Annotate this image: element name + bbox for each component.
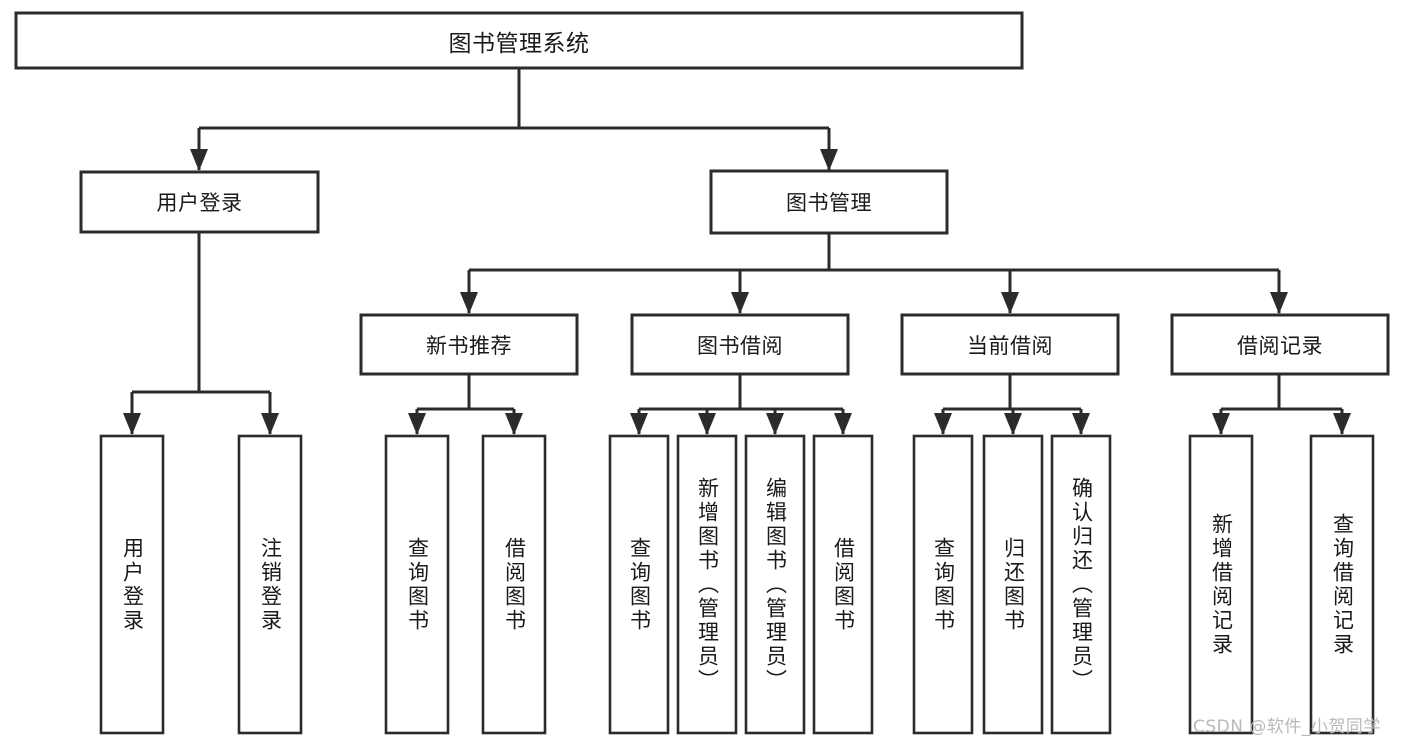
arrowhead-icon-group_borrow-0: [630, 413, 648, 435]
arrowhead-icon-group_borrow-2: [766, 413, 784, 435]
leaf-node-确认归还管理员[interactable]: [1050, 434, 1112, 735]
arrowhead-icon-group_current-1: [1004, 413, 1022, 435]
connector-edges: [123, 68, 1351, 435]
arrowhead-icon-group_current-0: [934, 413, 952, 435]
leaf-node-新增图书管理员[interactable]: [676, 434, 738, 735]
arrowhead-icon-manage_to_level3-0: [460, 292, 478, 314]
arrowhead-icon-group_borrow-1: [698, 413, 716, 435]
arrowhead-icon-group_record-0: [1212, 413, 1230, 435]
arrowhead-icon-group_record-1: [1333, 413, 1351, 435]
leaf-node-新增借阅记录[interactable]: [1188, 434, 1254, 735]
leaf-node-借阅图书[interactable]: [481, 434, 547, 735]
arrowhead-icon-manage_to_level3-2: [1001, 292, 1019, 314]
leaf-node-归还图书[interactable]: [982, 434, 1044, 735]
leaf-node-注销登录[interactable]: [237, 434, 303, 735]
level2-node-用户登录[interactable]: [79, 170, 320, 234]
leaf-node-查询图书[interactable]: [608, 434, 670, 735]
watermark-text: CSDN @软件_小贺同学: [1193, 717, 1381, 737]
arrowhead-icon-group_current-2: [1072, 413, 1090, 435]
arrowhead-icon-group_newbook-1: [505, 413, 523, 435]
arrowhead-icon-manage_to_level3-1: [731, 292, 749, 314]
level3-node-图书借阅[interactable]: [630, 313, 850, 376]
leaf-node-查询图书[interactable]: [912, 434, 974, 735]
leaf-node-查询图书[interactable]: [384, 434, 450, 735]
leaf-node-借阅图书[interactable]: [812, 434, 874, 735]
level3-node-新书推荐[interactable]: [359, 313, 579, 376]
leaf-node-用户登录[interactable]: [99, 434, 165, 735]
arrowhead-icon-group_newbook-0: [408, 413, 426, 435]
arrowhead-icon-manage_to_level3-3: [1270, 292, 1288, 314]
leaf-node-查询借阅记录[interactable]: [1309, 434, 1375, 735]
arrowhead-icon-group_borrow-3: [834, 413, 852, 435]
arrowhead-icon-root_to_level2-1: [820, 149, 838, 171]
leaf-node-编辑图书管理员[interactable]: [744, 434, 806, 735]
level3-node-借阅记录[interactable]: [1170, 313, 1390, 376]
node-boxes: [14, 11, 1390, 735]
level3-node-当前借阅[interactable]: [900, 313, 1120, 376]
root-node-图书管理系统[interactable]: [14, 11, 1024, 70]
arrowhead-icon-login_to_leaves-0: [123, 413, 141, 435]
level2-node-图书管理[interactable]: [709, 169, 949, 235]
arrowhead-icon-login_to_leaves-1: [261, 413, 279, 435]
arrowhead-icon-root_to_level2-0: [190, 149, 208, 171]
